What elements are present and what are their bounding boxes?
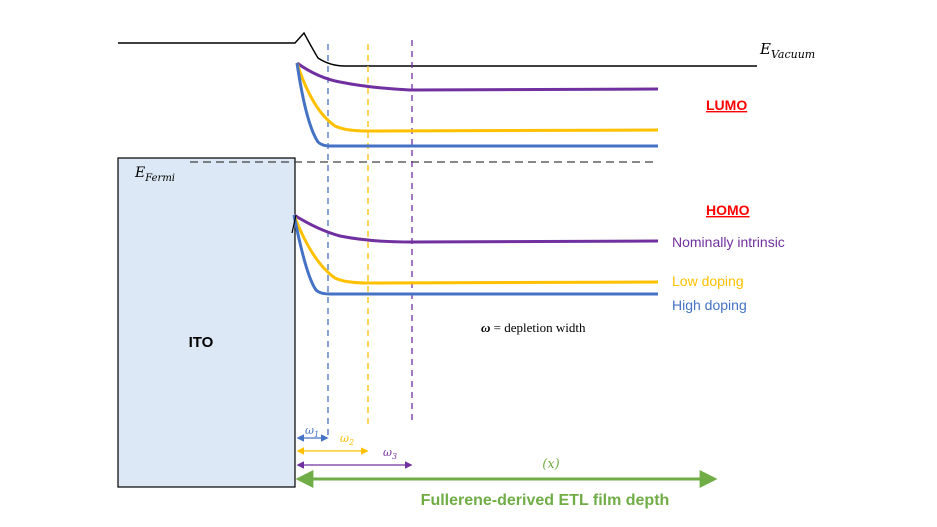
ito-electrode xyxy=(117,157,296,488)
homo-start-tick xyxy=(291,214,297,234)
homo-label: HOMO xyxy=(706,202,750,218)
homo-curve-low xyxy=(292,214,659,285)
lumo-curve-low xyxy=(295,62,659,133)
legend-high-doping: High doping xyxy=(672,297,747,313)
lumo-curve-intrinsic xyxy=(296,61,659,92)
vacuum-label: EVacuum xyxy=(759,40,815,61)
homo-curve-high xyxy=(292,214,658,296)
omega1-label: ω1 xyxy=(305,424,319,439)
ito-label: ITO xyxy=(189,334,214,351)
legend-low-doping: Low doping xyxy=(672,273,744,289)
legend-intrinsic: Nominally intrinsic xyxy=(672,234,785,250)
lumo-curve-high xyxy=(295,62,658,148)
omega2-label: ω2 xyxy=(340,432,354,447)
fermi-label: EFermi xyxy=(134,165,175,184)
x-axis-symbol: (x) xyxy=(542,457,559,472)
lumo-label: LUMO xyxy=(706,97,747,113)
vacuum-level-line xyxy=(118,31,757,67)
x-axis-title: Fullerene-derived ETL film depth xyxy=(421,492,670,509)
omega3-label: ω3 xyxy=(383,446,397,461)
homo-curve-intrinsic xyxy=(293,213,659,244)
omega-note: ω = depletion width xyxy=(481,320,586,335)
